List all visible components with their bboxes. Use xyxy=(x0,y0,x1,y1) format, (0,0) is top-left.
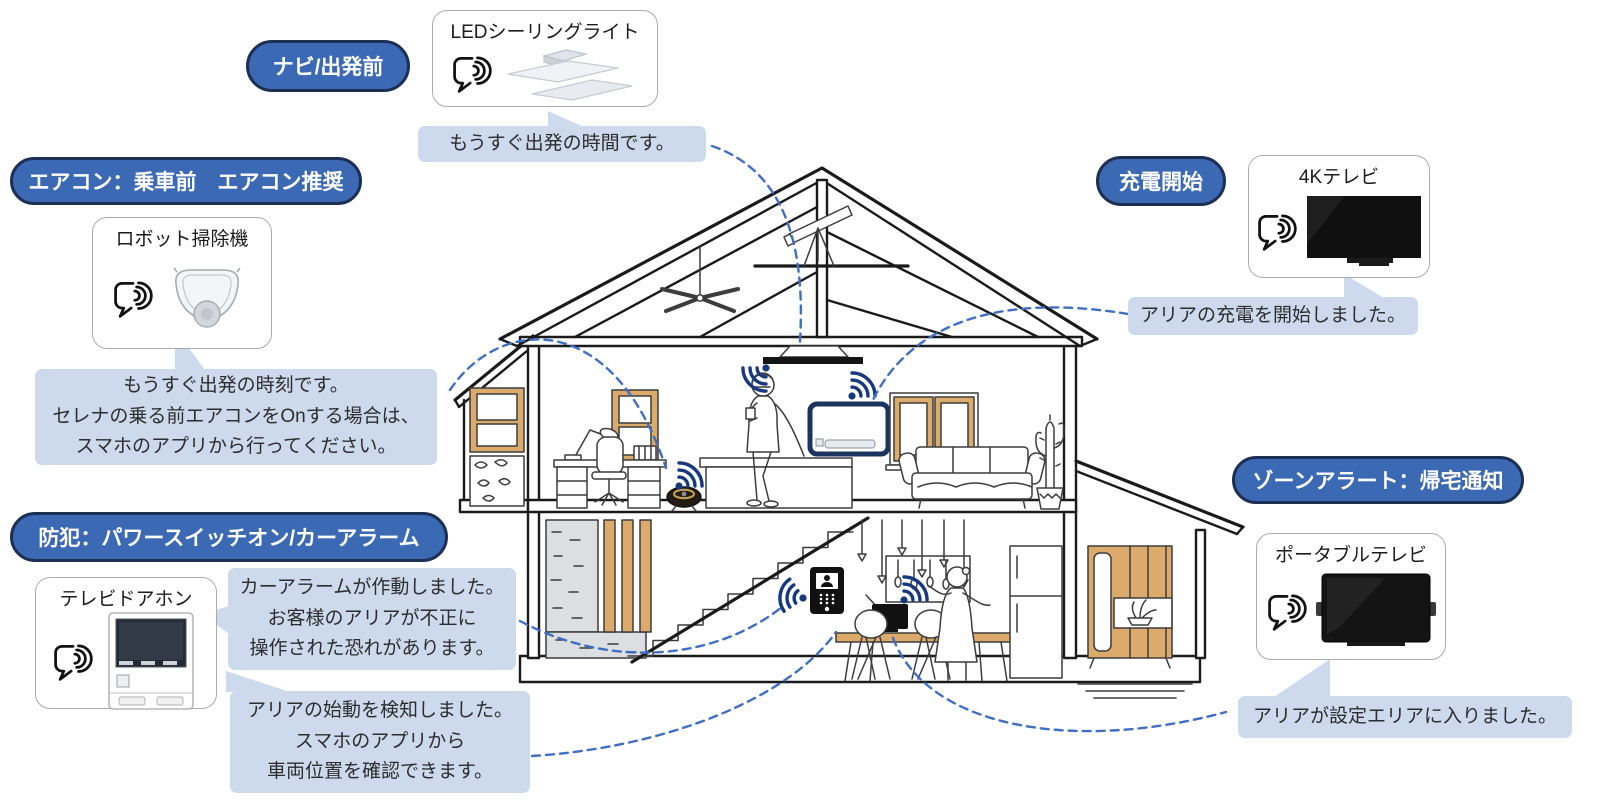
wall-tv-4k-device xyxy=(807,401,891,457)
callout-charge-start: アリアの充電を開始しました。 xyxy=(1128,274,1418,335)
line-led-light xyxy=(710,144,803,344)
led-ceiling-light-image xyxy=(507,49,633,101)
pill-aircon-recommend: エアコン：乗車前 エアコン推奨 xyxy=(10,157,362,205)
ceiling-fan xyxy=(660,245,740,313)
cactus-plant xyxy=(1035,414,1065,510)
card-title-door-phone: テレビドアホン xyxy=(59,589,193,610)
card-title-led-light: LEDシーリングライト xyxy=(450,22,640,43)
pill-zone-alert: ゾーンアラート：帰宅通知 xyxy=(1232,456,1524,504)
line-zone-alert xyxy=(891,636,1228,733)
robot-vacuum-device xyxy=(666,486,702,512)
card-title-portable-tv: ポータブルテレビ xyxy=(1274,545,1427,566)
mirror xyxy=(1093,552,1112,652)
wifi-icon-intercom xyxy=(775,576,812,617)
stone-wall xyxy=(545,519,647,659)
kitchen-counter xyxy=(699,457,853,509)
speech-announce-icon xyxy=(1268,594,1307,631)
ceiling-light xyxy=(763,345,863,364)
entrance-plant xyxy=(1131,599,1157,619)
tv-4k-image xyxy=(1307,196,1421,266)
speech-announce-icon xyxy=(453,56,492,93)
sofa xyxy=(898,446,1046,509)
callout-departure-time: もうすぐ出発の時間です。 xyxy=(418,111,706,162)
line-charge-tv xyxy=(870,306,1130,404)
robot-vacuum-image xyxy=(173,267,241,328)
card-title-robot-vacuum: ロボット掃除機 xyxy=(115,229,249,250)
card-4k-tv: 4Kテレビ xyxy=(1248,155,1430,278)
intercom-device xyxy=(810,567,844,614)
callout-zone-alert: アリアが設定エリアに入りました。 xyxy=(1238,659,1572,738)
entrance-steps xyxy=(1077,683,1193,699)
pill-security-alarm: 防犯：パワースイッチオン/カーアラーム xyxy=(10,512,448,562)
card-title-4k-tv: 4Kテレビ xyxy=(1298,167,1380,188)
callout-tail xyxy=(548,111,584,127)
callout-tail xyxy=(1344,274,1384,298)
pill-navi-before-departure: ナビ/出発前 xyxy=(246,40,410,92)
card-door-phone: テレビドアホン xyxy=(35,577,217,710)
office-chair xyxy=(591,436,627,506)
door-phone-image xyxy=(108,612,194,710)
second-floor xyxy=(553,345,1065,512)
entrance-wardrobe xyxy=(1087,545,1173,669)
woman-standing xyxy=(928,566,991,681)
refrigerator xyxy=(1009,545,1063,679)
speech-announce-icon xyxy=(54,644,93,681)
pill-charge-start: 充電開始 xyxy=(1096,156,1226,206)
wood-slats xyxy=(603,519,652,633)
card-robot-vacuum: ロボット掃除機 xyxy=(92,217,272,349)
line-car-alarm xyxy=(518,605,784,654)
card-led-ceiling-light: LEDシーリングライト xyxy=(432,10,658,107)
callout-start-detect: アリアの始動を検知しました。 スマホのアプリから 車両位置を確認できます。 xyxy=(226,671,530,793)
line-start-detect xyxy=(530,630,838,758)
callout-car-alarm: カーアラームが作動しました。 お客様のアリアが不正に 操作された恐れがあります。 xyxy=(202,568,516,670)
staircase xyxy=(627,516,870,664)
portable-tv-image xyxy=(1316,573,1436,646)
callout-tail xyxy=(1274,659,1330,697)
speech-announce-icon xyxy=(114,281,153,318)
first-floor xyxy=(545,516,1063,682)
speech-announce-icon xyxy=(1258,214,1297,251)
roof xyxy=(498,166,1099,341)
callout-aircon-notice: もうすぐ出発の時刻です。 セレナの乗る前エアコンをOnする場合は、 スマホのアプ… xyxy=(35,329,437,465)
connection-lines xyxy=(448,144,1228,758)
callout-tail xyxy=(226,671,290,692)
card-portable-tv: ポータブルテレビ xyxy=(1256,533,1446,660)
line-robot-vacuum xyxy=(448,338,668,470)
